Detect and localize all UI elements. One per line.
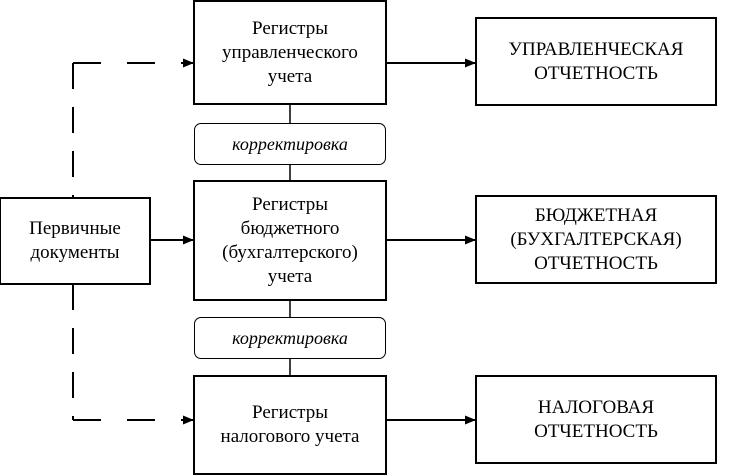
correction-label-2: корректировка bbox=[194, 317, 386, 359]
primary-documents-box: Первичные документы bbox=[0, 197, 151, 285]
budget-report-box: БЮДЖЕТНАЯ (БУХГАЛТЕРСКАЯ) ОТЧЕТНОСТЬ bbox=[475, 195, 717, 284]
correction-label-1: корректировка bbox=[194, 123, 386, 165]
management-report-box: УПРАВЛЕНЧЕСКАЯ ОТЧЕТНОСТЬ bbox=[475, 17, 717, 106]
budget-register-box: Регистры бюджетного (бухгалтерского) уче… bbox=[193, 180, 387, 301]
tax-report-box: НАЛОГОВАЯ ОТЧЕТНОСТЬ bbox=[475, 375, 717, 464]
tax-register-box: Регистры налогового учета bbox=[193, 375, 387, 475]
management-register-box: Регистры управленческого учета bbox=[193, 0, 387, 105]
